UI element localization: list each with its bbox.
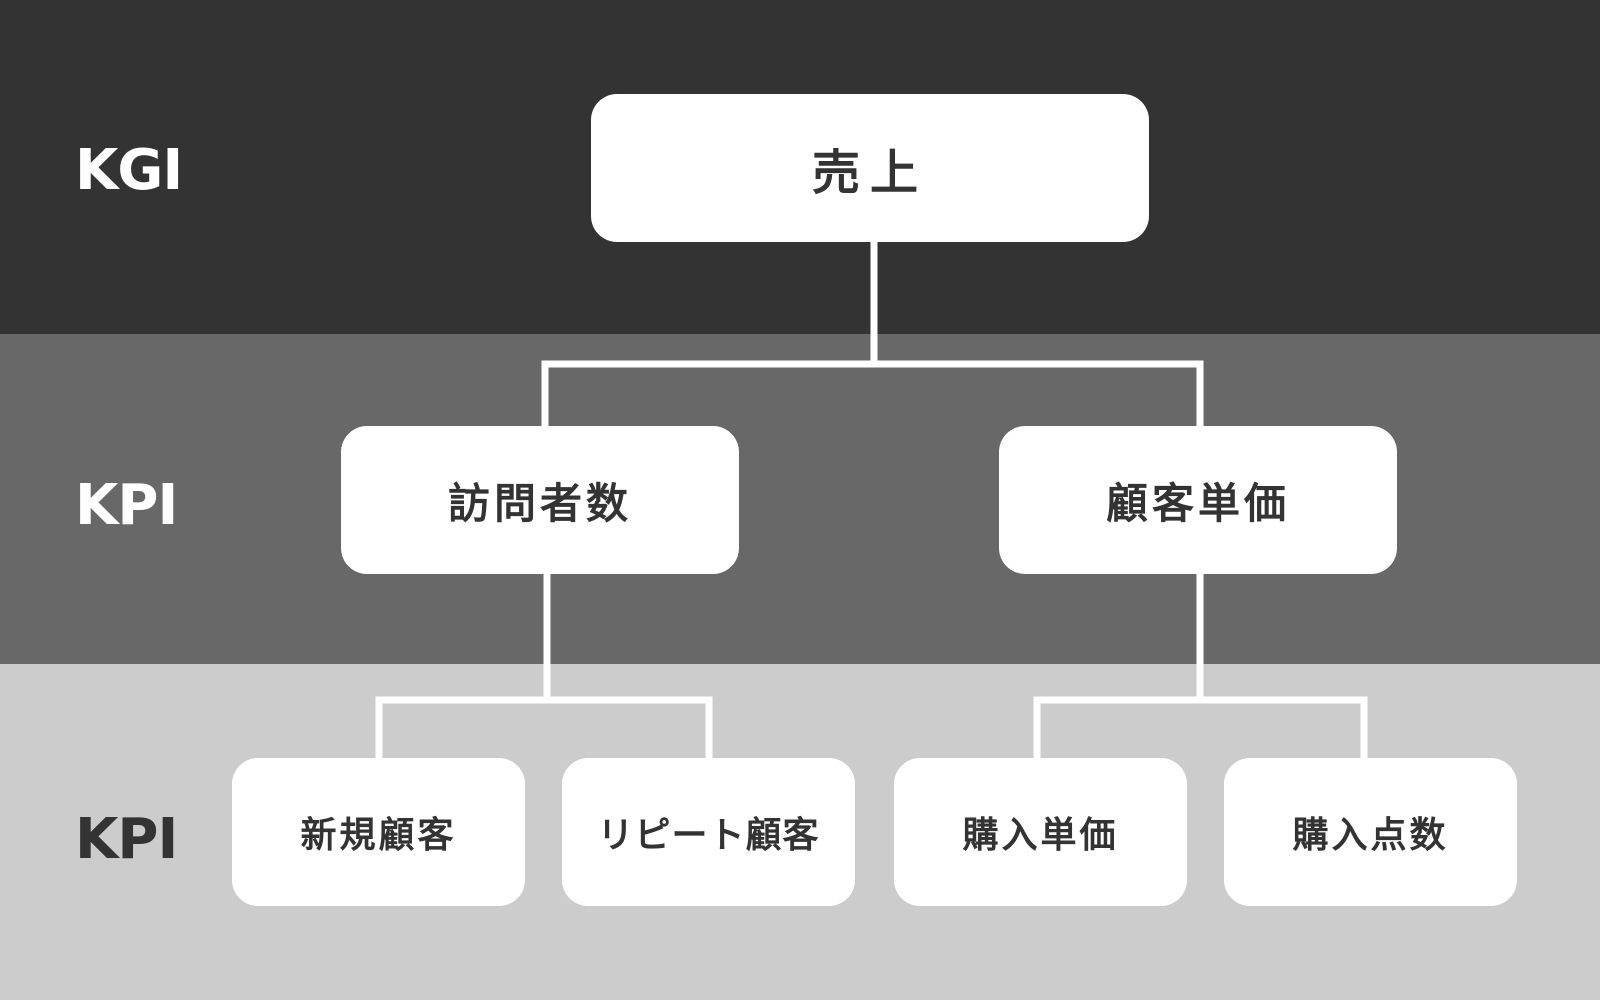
kgi-level-label: KGI [75, 138, 183, 203]
kpi-level-2-label: KPI [75, 807, 178, 872]
node-customer-unit-price: 顧客単価 [999, 426, 1397, 574]
node-new-customers: 新規顧客 [232, 758, 525, 906]
kpi-level-1-label: KPI [75, 473, 178, 538]
node-repeat-customers: リピート顧客 [562, 758, 855, 906]
node-visitors: 訪問者数 [341, 426, 739, 574]
node-purchase-unit-price: 購入単価 [894, 758, 1187, 906]
node-purchase-quantity: 購入点数 [1224, 758, 1517, 906]
node-sales: 売上 [591, 94, 1149, 242]
